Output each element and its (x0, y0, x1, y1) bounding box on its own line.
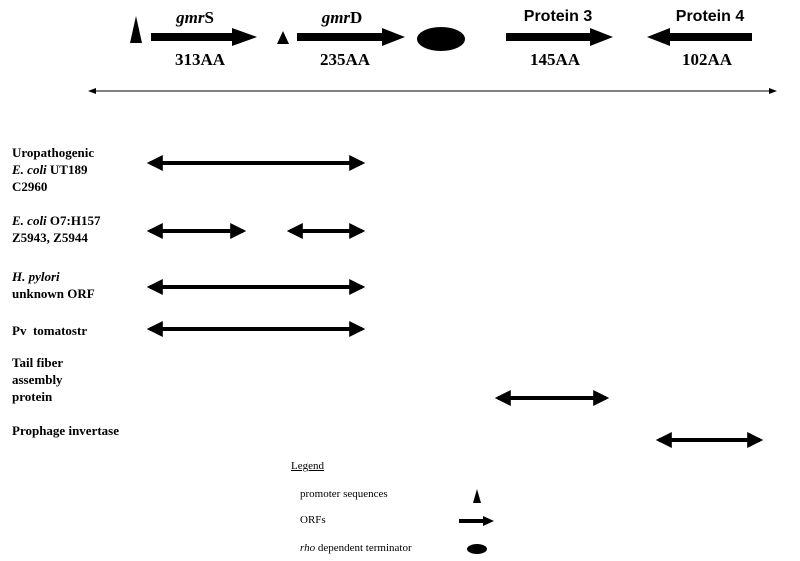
gene-aa-gmrD: 235AA (319, 50, 371, 69)
legend-orf-arrow (459, 516, 494, 526)
homolog-arrows (146, 155, 764, 448)
row-label-upec: Uropathogenic E. coli UT189 C2960 (12, 145, 95, 194)
gmrD-arrow (297, 28, 405, 46)
legend-rho-label: rho dependent terminator (300, 542, 412, 554)
gmrS-arrow (151, 28, 257, 46)
rho-terminator-ellipse (417, 27, 465, 51)
legend-title: Legend (291, 460, 324, 472)
gene-aa-gmrS: 313AA (174, 50, 226, 69)
protein4-arrow (647, 28, 752, 46)
legend-promoter-triangle (473, 489, 481, 503)
row-label-ecoli-o7: E. coli O7:H157 Z5943, Z5944 (12, 213, 101, 245)
row-label-prophage: Prophage invertase (12, 423, 119, 438)
legend-promoter-label: promoter sequences (300, 488, 388, 500)
row-label-pv: Pv tomatostr (12, 323, 88, 338)
row-label-tail-fiber: Tail fiber assembly protein (12, 355, 64, 404)
gene-aa-protein3: 145AA (529, 50, 581, 69)
row-label-hpylori: H. pylori unknown ORF (12, 269, 95, 301)
promoter-triangle-large (130, 16, 142, 43)
gene-label-protein4: Protein 4 (675, 8, 745, 25)
legend-orf-label: ORFs (300, 514, 326, 526)
protein3-arrow (506, 28, 613, 46)
gene-label-gmrS: gmrS (176, 8, 214, 27)
span-left-head (88, 88, 96, 94)
gene-label-gmrD: gmrD (321, 8, 363, 27)
span-right-head (769, 88, 777, 94)
promoter-triangle-small (277, 31, 289, 44)
gene-aa-protein4: 102AA (681, 50, 733, 69)
gene-label-protein3: Protein 3 (523, 8, 593, 25)
legend-rho-ellipse (467, 544, 487, 554)
